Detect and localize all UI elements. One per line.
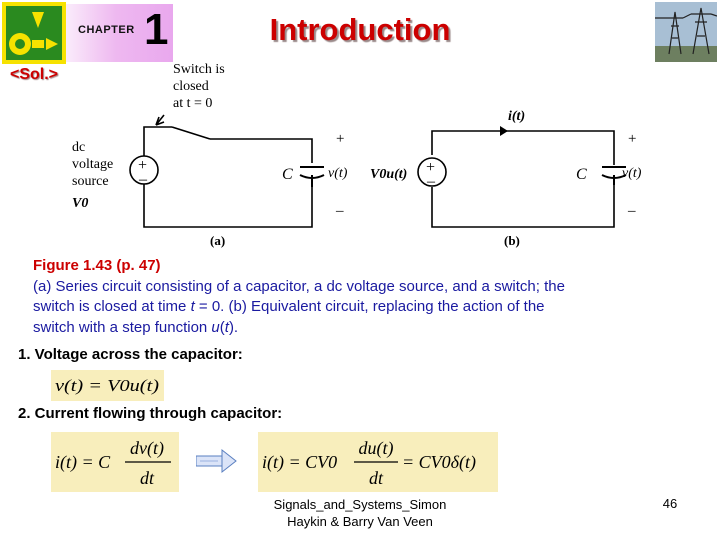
polarity-a-plus: + [336,131,344,147]
voltage-a-label: v(t) [328,166,348,181]
wire-a-bottom [143,187,313,228]
eq2-denominator: dt [140,468,155,488]
source-a-minus: – [138,171,148,188]
figure-caption-line2: switch is closed at time t = 0. (b) Equi… [33,298,545,315]
eq2-numerator: dv(t) [130,438,164,459]
switch-blade [171,126,211,140]
chapter-word: CHAPTER [78,24,135,36]
figure-caption-line3: switch with a step function u(t). [33,318,239,336]
switch-arrow [155,114,165,126]
item-voltage-heading: 1. Voltage across the capacitor: [18,346,243,363]
power-pylon-image [655,2,717,62]
current-b-label: i(t) [508,109,525,124]
equation-current-definition: i(t) = C dv(t) dt [51,432,179,492]
eq3-denominator: dt [369,468,384,488]
solution-tag: <Sol.> [10,66,59,83]
switch-label-line3: at t = 0 [173,96,212,111]
wire-a-top [210,138,313,163]
current-arrow-b [500,126,508,136]
wire-b-top [431,130,615,165]
right-arrow-icon [196,448,237,474]
equation-voltage: v(t) = V0u(t) [51,370,164,401]
footer-line1: Signals_and_Systems_Simon [273,497,447,512]
item-current-heading: 2. Current flowing through capacitor: [18,405,283,422]
source-label-line4: V0 [72,196,88,211]
footer-line2: Haykin & Barry Van Veen [287,514,433,529]
equation-voltage-text: v(t) = V0u(t) [55,376,159,395]
dc-source-a [129,155,159,185]
switch-label-line2: closed [173,79,209,94]
source-b-minus: – [426,173,436,190]
capacitor-a-label: C [282,166,293,183]
capacitor-b-label: C [576,166,587,183]
wire-b-bottom [431,185,615,228]
caption-b: (b) [504,233,520,248]
source-b-label: V0u(t) [370,167,407,182]
eq3-numerator: du(t) [359,438,394,459]
source-a-plus: + [138,157,147,174]
wire-a-left-top [143,126,172,135]
polarity-b-plus: + [628,131,636,147]
step-source-b [417,157,447,187]
switch-label-line1: Switch is [173,62,225,77]
circuit-figure: Switch is closed at t = 0 dc voltage sou… [72,62,642,248]
figure-title: Figure 1.43 (p. 47) [33,257,161,274]
polarity-b-minus: – [627,203,636,219]
university-logo-icon [2,2,66,64]
source-label-line2: voltage [72,157,113,172]
footer-citation: Signals_and_Systems_Simon Haykin & Barry… [255,496,465,530]
eq2-left: i(t) = C [55,452,111,473]
equation-current-result: i(t) = CV0 du(t) dt = CV0δ(t) [258,432,498,492]
voltage-b-label: v(t) [622,166,642,181]
chapter-number: 1 [144,5,169,54]
source-label-line1: dc [72,140,85,155]
eq3-left: i(t) = CV0 [262,452,337,473]
chapter-banner [47,4,173,62]
figure-caption: Figure 1.43 (p. 47) (a) Series circuit c… [33,256,693,338]
slide-title: Introduction [269,12,451,47]
source-b-plus: + [426,159,435,176]
figure-caption-line1: (a) Series circuit consisting of a capac… [33,277,565,295]
polarity-a-minus: – [335,203,344,219]
page-number: 46 [662,496,678,511]
eq3-right: = CV0δ(t) [402,452,476,473]
source-label-line3: source [72,174,109,189]
caption-a: (a) [210,233,225,248]
